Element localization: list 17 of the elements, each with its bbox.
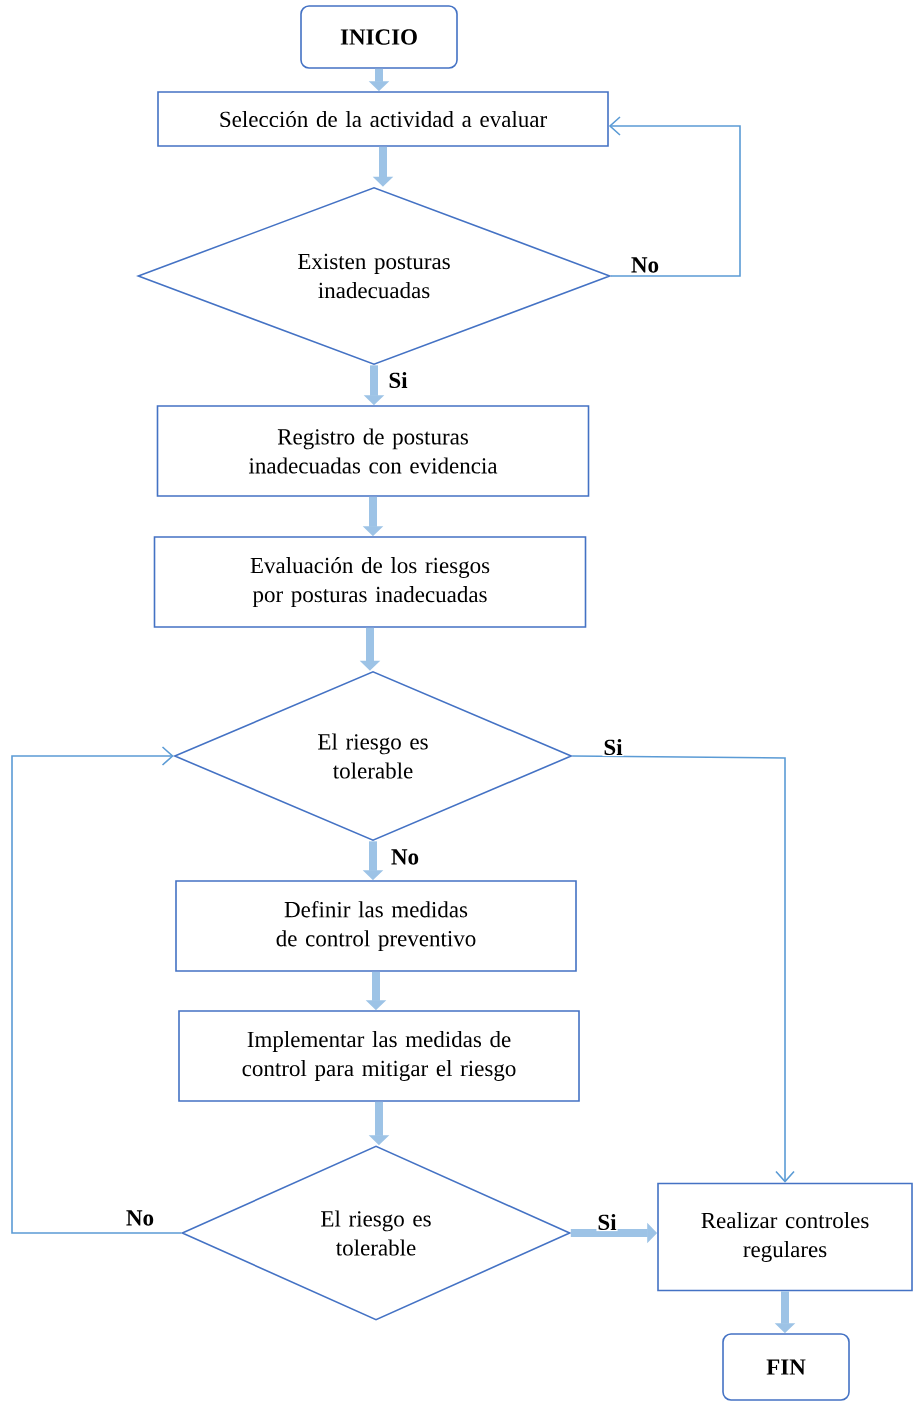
edge-label: Si [602,737,624,757]
edge-label: No [629,256,661,274]
edge-label: Si [387,370,409,390]
terminal-box: INICIO [300,5,458,69]
process-box: Definir las medidas de control preventivo [175,880,577,972]
arrow [608,116,741,277]
arrow [571,755,795,1183]
edge-label: Si [596,1212,618,1232]
process-box: Registro de posturas inadecuadas con evidencia [156,405,590,497]
process-box: Selección de la actividad a evaluar [157,91,609,147]
edge-label: No [124,1209,156,1227]
process-box: Implementar las medidas de control para mitigar el riesgo [178,1010,580,1102]
edge-label: No [389,848,421,866]
terminal-box: FIN [722,1333,850,1401]
process-box: Evaluación de los riesgos por posturas inadecuadas [153,536,587,628]
arrow [11,746,182,1234]
process-box: Realizar controles regulares [657,1182,913,1292]
